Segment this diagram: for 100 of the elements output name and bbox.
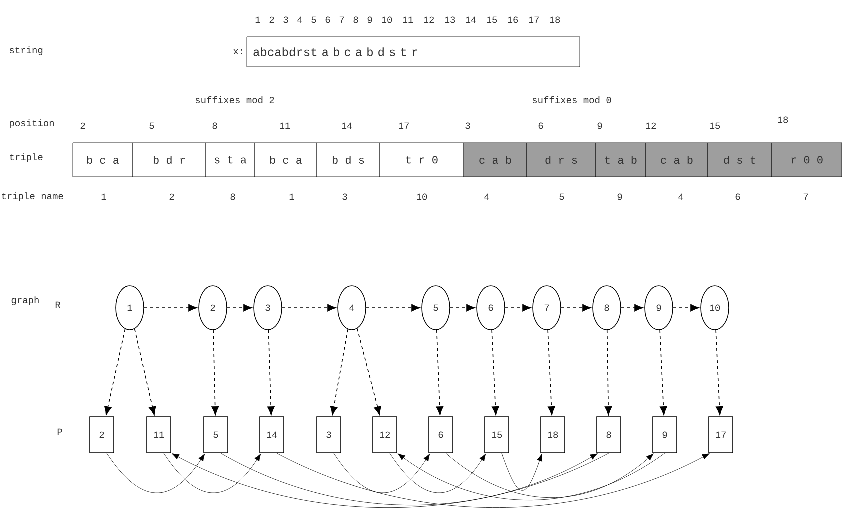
label: position xyxy=(10,120,54,128)
triple-cell: d r s xyxy=(526,142,596,178)
label: 7 xyxy=(340,16,344,24)
label: 4 xyxy=(484,194,490,200)
graph-node: 5 xyxy=(422,286,450,330)
label: 8 xyxy=(230,194,236,200)
arrow xyxy=(220,453,598,506)
triple-cell: c a b xyxy=(646,142,708,178)
label: 18 xyxy=(550,16,560,24)
label: 1 xyxy=(102,194,106,200)
position-box: 12 xyxy=(372,416,398,454)
arrow xyxy=(390,453,486,494)
label: 2 xyxy=(170,194,174,200)
arrow xyxy=(164,453,262,494)
label: 5 xyxy=(560,194,564,200)
label: 5 xyxy=(150,122,154,130)
label: R xyxy=(56,302,61,308)
label: 11 xyxy=(280,122,290,130)
arrow xyxy=(172,453,610,508)
label: 11 xyxy=(403,16,414,24)
arrow xyxy=(446,453,654,498)
position-box: 8 xyxy=(596,416,622,454)
arrow xyxy=(104,328,126,416)
label: 15 xyxy=(710,122,720,130)
triple-cell: s t a xyxy=(206,142,256,178)
triple-cell: c a b xyxy=(464,142,528,178)
label: 17 xyxy=(529,16,539,24)
label: 15 xyxy=(487,16,498,24)
arrow xyxy=(267,330,275,416)
label: 9 xyxy=(618,194,622,200)
arrow xyxy=(334,453,430,494)
label: 8 xyxy=(212,122,218,130)
label: 16 xyxy=(508,16,518,24)
label: 4 xyxy=(298,16,302,24)
label: suffixes mod 0 xyxy=(532,96,612,104)
label: 3 xyxy=(342,194,348,200)
position-box: 6 xyxy=(428,416,454,454)
arrow xyxy=(505,304,532,312)
label: suffixes mod 2 xyxy=(196,96,274,104)
arrow xyxy=(673,304,700,312)
arrow xyxy=(330,329,348,416)
arrow xyxy=(604,330,612,416)
string-box: abcabdrst a b c a b d s t r xyxy=(246,36,580,68)
triple-cell: b d r xyxy=(132,142,206,178)
label: 14 xyxy=(342,122,352,130)
arrow xyxy=(276,453,710,508)
label: P xyxy=(58,428,62,436)
label: 1 xyxy=(290,194,294,200)
arrow xyxy=(212,330,220,416)
arrow xyxy=(548,330,556,416)
position-box: 2 xyxy=(90,416,114,454)
graph-node: 7 xyxy=(532,286,562,330)
label: 2 xyxy=(80,122,86,130)
position-box: 11 xyxy=(146,416,172,454)
arrow xyxy=(492,330,500,416)
arrow xyxy=(621,304,644,312)
label: 14 xyxy=(466,16,476,24)
label: x: xyxy=(234,49,242,54)
arrow xyxy=(106,453,206,494)
arrow xyxy=(436,330,444,416)
triple-cell: r 0 0 xyxy=(772,142,842,178)
position-box: 5 xyxy=(204,416,228,454)
label: 8 xyxy=(354,16,358,24)
graph-node: 2 xyxy=(198,286,228,330)
label: graph xyxy=(12,296,39,306)
label: 18 xyxy=(778,116,788,124)
position-box: 3 xyxy=(316,416,342,454)
arrow xyxy=(134,328,156,416)
position-box: 15 xyxy=(484,416,510,454)
arrow xyxy=(282,304,336,312)
label: 3 xyxy=(466,122,470,130)
label: 13 xyxy=(445,16,456,24)
label: 9 xyxy=(368,16,372,24)
arrow xyxy=(144,304,198,312)
arrow xyxy=(716,330,724,416)
triple-cell: b d s xyxy=(316,142,380,178)
label: triple name xyxy=(2,192,64,202)
position-box: 17 xyxy=(708,416,734,454)
label: 17 xyxy=(399,122,409,130)
label: 1 xyxy=(256,16,260,24)
position-box: 14 xyxy=(260,416,284,454)
triple-cell: t a b xyxy=(596,142,646,178)
position-box: 9 xyxy=(652,416,678,454)
graph-node: 8 xyxy=(592,286,622,330)
label: 9 xyxy=(598,122,602,130)
arrow xyxy=(561,304,592,312)
arrow xyxy=(366,304,420,312)
triple-cell: t r 0 xyxy=(380,142,464,178)
arrow xyxy=(660,330,668,416)
label: 6 xyxy=(538,122,544,130)
graph-node: 1 xyxy=(116,286,144,330)
arrow xyxy=(357,328,382,416)
label: 6 xyxy=(326,16,330,24)
position-box: 18 xyxy=(540,416,566,454)
label: 3 xyxy=(284,16,288,24)
graph-node: 4 xyxy=(338,286,366,330)
label: 10 xyxy=(382,16,392,24)
label: 6 xyxy=(736,194,740,200)
triple-cell: b c a xyxy=(254,142,318,178)
triple-cell: b c a xyxy=(72,142,134,178)
